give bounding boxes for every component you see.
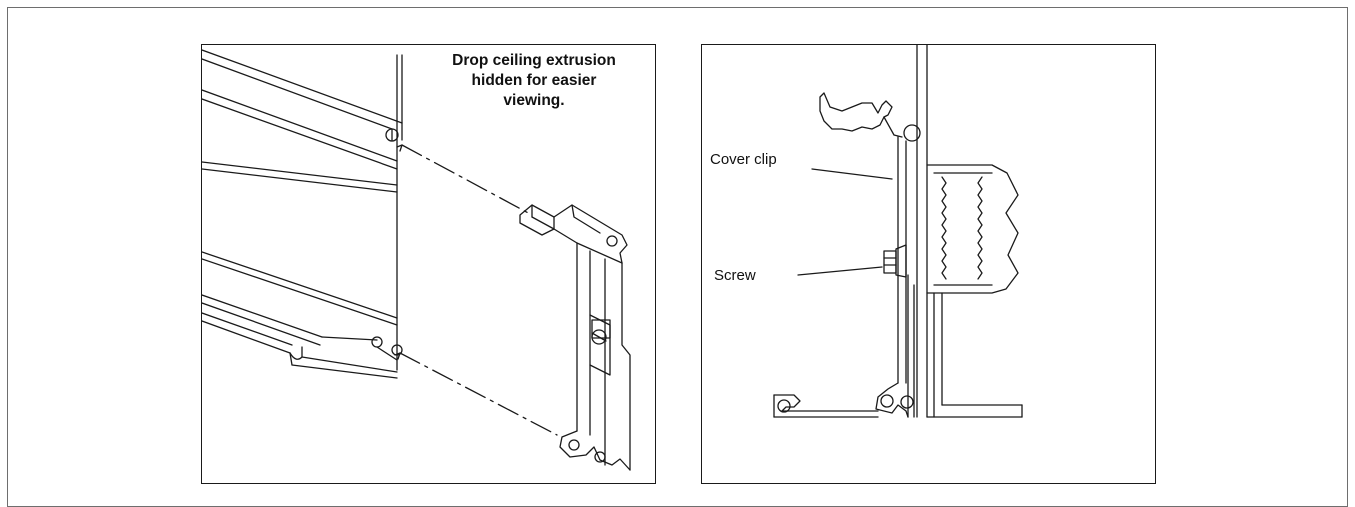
cover-clip-part (519, 204, 631, 471)
exploded-view-drawing (202, 49, 631, 471)
base-mount (926, 292, 1023, 418)
exploded-view-panel: Drop ceiling extrusion hidden for easier… (201, 44, 656, 484)
note-line: Drop ceiling extrusion (452, 52, 616, 69)
note-line: hidden for easier (471, 72, 597, 89)
cross-section-drawing (773, 45, 1023, 418)
screw-leader (797, 266, 883, 276)
clip-top-profile (819, 92, 921, 142)
alignment-arrows (399, 144, 558, 436)
cover-clip-leader (811, 168, 893, 180)
screw-label: Screw (712, 267, 758, 284)
clamp-profile (926, 164, 1019, 294)
screw-detail (883, 244, 907, 278)
extrusion-face (202, 49, 403, 371)
extrusion-hidden-note: Drop ceiling extrusion hidden for easier… (416, 51, 652, 111)
arrowhead-bottom (394, 352, 401, 360)
note-line: viewing. (503, 92, 565, 109)
vertical-extrusion (897, 45, 928, 418)
extrusion-bottom-track (202, 294, 403, 379)
cross-section-panel: Cover clip Screw (701, 44, 1156, 484)
clip-bottom-profile (773, 382, 914, 418)
arrowhead-top (396, 144, 403, 152)
cover-clip-label: Cover clip (708, 151, 779, 168)
